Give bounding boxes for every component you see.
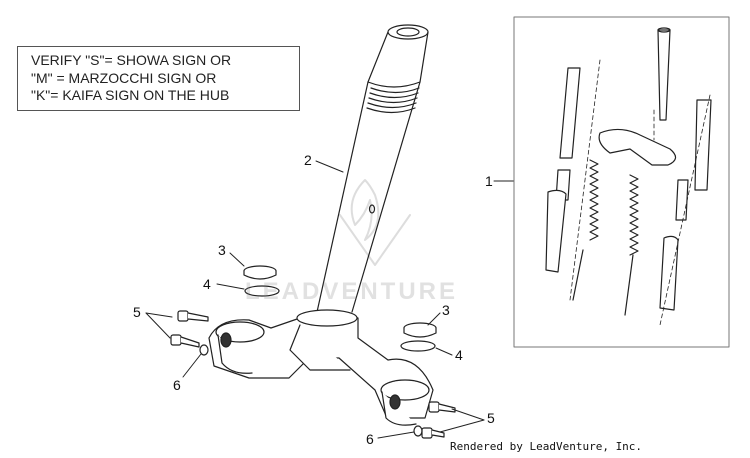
verify-note: VERIFY "S"= SHOWA SIGN OR "M" = MARZOCCH… (17, 46, 300, 111)
lower-triple-clamp (208, 309, 434, 426)
callout-6-left: 6 (173, 377, 181, 393)
bolt-left-lower (170, 334, 200, 348)
bolt-right-upper (428, 401, 456, 413)
bolt-right-lower (421, 427, 445, 439)
leader-lines (145, 160, 515, 439)
callout-6-right: 6 (366, 431, 374, 447)
fork-assembly-inset (513, 16, 730, 348)
seal-ring-left (244, 285, 280, 297)
watermark-logo (339, 179, 411, 266)
callout-3-left: 3 (218, 242, 226, 258)
callout-1: 1 (485, 173, 493, 189)
washer-left (199, 344, 209, 356)
cap-left (243, 265, 277, 280)
callout-3-right: 3 (442, 302, 450, 318)
watermark-text: LEADVENTURE (245, 278, 459, 305)
note-line-2: "M" = MARZOCCHI SIGN OR (31, 69, 217, 86)
callout-4-left: 4 (203, 276, 211, 292)
credit-text: Rendered by LeadVenture, Inc. (450, 440, 643, 453)
callout-5-left: 5 (133, 304, 141, 320)
washer-right (413, 425, 423, 437)
steering-tube (316, 24, 429, 313)
note-line-1: VERIFY "S"= SHOWA SIGN OR (31, 52, 232, 68)
seal-ring-right (400, 340, 436, 352)
callout-5-right: 5 (487, 410, 495, 426)
callout-2: 2 (304, 152, 312, 168)
bolt-left-upper (177, 310, 209, 322)
callout-4-right: 4 (455, 347, 463, 363)
note-line-3: "K"= KAIFA SIGN ON THE HUB (31, 87, 230, 103)
cap-right (403, 322, 437, 338)
